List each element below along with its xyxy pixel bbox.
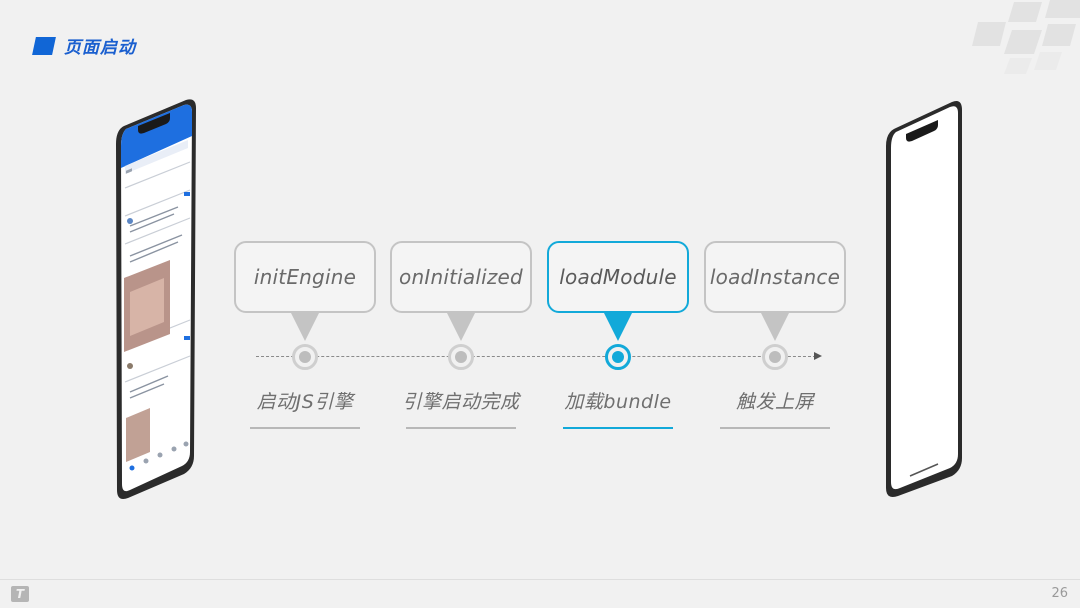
timeline-node — [448, 344, 474, 370]
slide-title: 页面启动 — [64, 38, 136, 58]
corner-decoration — [972, 0, 1080, 74]
timeline-node — [292, 344, 318, 370]
method-pointer — [290, 311, 320, 341]
stage-underline — [406, 427, 516, 429]
stage-label: 加载bundle — [564, 391, 672, 413]
stage-underline — [720, 427, 830, 429]
stage-label: 触发上屏 — [735, 391, 814, 413]
method-box: loadInstance — [704, 241, 846, 313]
stage-label: 启动JS引擎 — [256, 391, 354, 413]
timeline-node — [605, 344, 631, 370]
title-accent-mark — [32, 36, 56, 55]
phone-mockup-app-content — [108, 96, 208, 500]
method-pointer — [603, 311, 633, 341]
stage-load-module: loadModule 加载bundle — [547, 241, 689, 429]
method-pointer — [446, 311, 476, 341]
method-box: onInitialized — [390, 241, 532, 313]
method-box: initEngine — [234, 241, 376, 313]
footer-divider — [0, 579, 1080, 580]
stage-underline — [563, 427, 673, 429]
stage-load-instance: loadInstance 触发上屏 — [704, 241, 846, 429]
phone-mockup-blank — [880, 98, 970, 498]
stage-init-engine: initEngine 启动JS引擎 — [234, 241, 376, 429]
footer-logo-icon: T — [11, 586, 29, 602]
page-number: 26 — [1051, 586, 1068, 601]
timeline-line — [256, 356, 816, 357]
method-pointer — [760, 311, 790, 341]
slide-header: 页面启动 — [32, 33, 136, 58]
stage-label: 引擎启动完成 — [402, 391, 520, 413]
method-box: loadModule — [547, 241, 689, 313]
timeline-arrowhead — [814, 352, 822, 360]
timeline-node — [762, 344, 788, 370]
stage-on-initialized: onInitialized 引擎启动完成 — [390, 241, 532, 429]
stage-underline — [250, 427, 360, 429]
